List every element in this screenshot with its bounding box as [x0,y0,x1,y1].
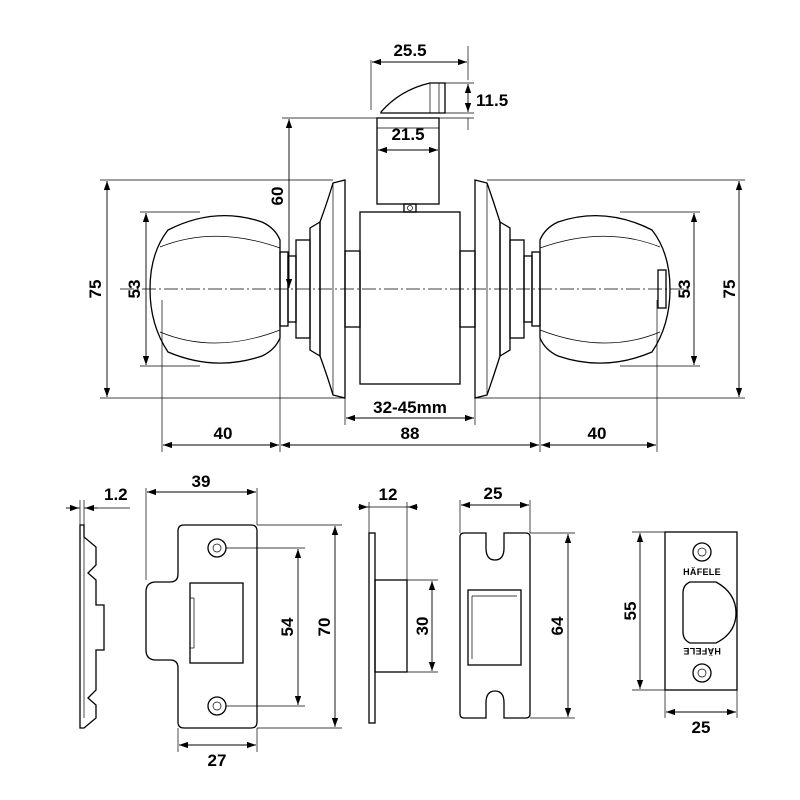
brand-logo-top: HÄFELE [683,567,721,577]
label-rose-right: 75 [720,280,739,299]
label-faceplate-width: 25 [484,484,503,503]
screw-hole-top [207,538,227,558]
strike-side-profile: 1.2 [66,485,130,729]
label-knob-left: 53 [125,280,144,299]
left-knob [149,214,281,364]
label-door-thickness: 32-45mm [373,398,447,417]
label-latch-face-height: 30 [413,617,432,636]
label-strike-width: 39 [192,472,211,491]
dim-backset: 60 [268,117,377,288]
turn-button [657,269,667,309]
dim-bottom-row: 40 88 40 [161,300,658,452]
label-faceplate-thickness: 1.2 [104,485,128,504]
brand-logo-bottom: HÄFELE [683,646,721,656]
dim-knob-right: 53 [620,211,700,367]
small-screw-hole-bottom [692,663,712,683]
dim-door-thickness: 32-45mm [344,398,476,425]
lock-body [344,211,476,385]
label-knob-right: 53 [675,280,694,299]
screw-hole-bottom [207,696,227,716]
label-latch-depth: 12 [379,485,398,504]
latch-side-view: 12 30 [358,485,438,724]
label-small-plate-height: 55 [621,602,640,621]
right-knob [539,214,671,364]
strike-plate-front: 39 54 70 27 [145,472,342,770]
label-latch-body: 21.5 [391,125,424,144]
strike-opening [189,582,244,664]
label-latch-width: 25.5 [393,41,426,60]
label-overall-center: 88 [401,424,420,443]
label-knob-length-left: 40 [214,424,233,443]
faceplate-opening [467,589,522,666]
small-screw-hole-top [692,542,712,562]
label-strike-bottom-width: 27 [208,751,227,770]
dim-latch-body: 21.5 [377,117,474,154]
dim-rose-right: 75 [475,179,745,399]
label-small-plate-width: 25 [692,718,711,737]
dim-latch-width: 25.5 [370,41,469,110]
small-strike-plate: HÄFELE HÄFELE 55 25 [621,531,738,737]
latch-top [376,82,446,213]
label-rose-left: 75 [86,280,105,299]
label-latch-height: 11.5 [476,91,508,110]
label-strike-hole-spacing: 54 [278,617,297,636]
knob-set-view: 25.5 11.5 21.5 60 75 5 [86,41,745,452]
dim-knob-left: 53 [125,211,200,367]
latch-faceplate-front: 25 64 [459,484,575,719]
dim-latch-height: 11.5 [445,82,508,114]
label-knob-length-right: 40 [588,424,607,443]
small-plate-opening [682,581,737,644]
label-faceplate-height: 64 [548,616,567,635]
left-stem [279,220,321,358]
label-strike-height: 70 [315,618,334,637]
dim-rose-left: 75 [86,179,345,399]
label-backset: 60 [268,187,287,206]
